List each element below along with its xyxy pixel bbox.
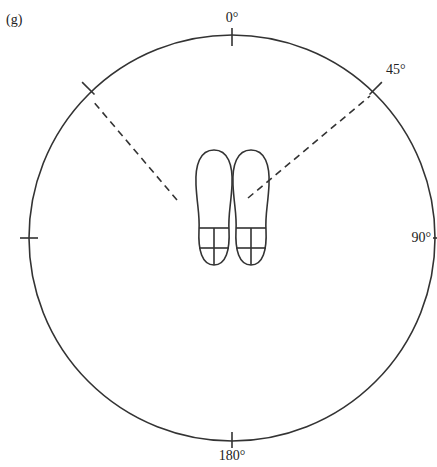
right-foot-outline: [233, 150, 269, 265]
tick-mark: [231, 28, 233, 46]
tick-mark: [20, 237, 38, 239]
dashed-direction-line: [92, 100, 177, 200]
angle-circle: [29, 35, 435, 441]
angle-label: 90°: [409, 230, 433, 246]
tick-mark: [370, 82, 382, 94]
dashed-direction-line: [248, 96, 370, 198]
tick-mark: [82, 82, 94, 94]
left-foot-outline: [196, 150, 232, 265]
figure-label: (g): [4, 12, 24, 28]
angle-label: 45°: [384, 62, 408, 78]
angle-label: 0°: [224, 10, 241, 26]
angle-label: 180°: [217, 448, 248, 464]
